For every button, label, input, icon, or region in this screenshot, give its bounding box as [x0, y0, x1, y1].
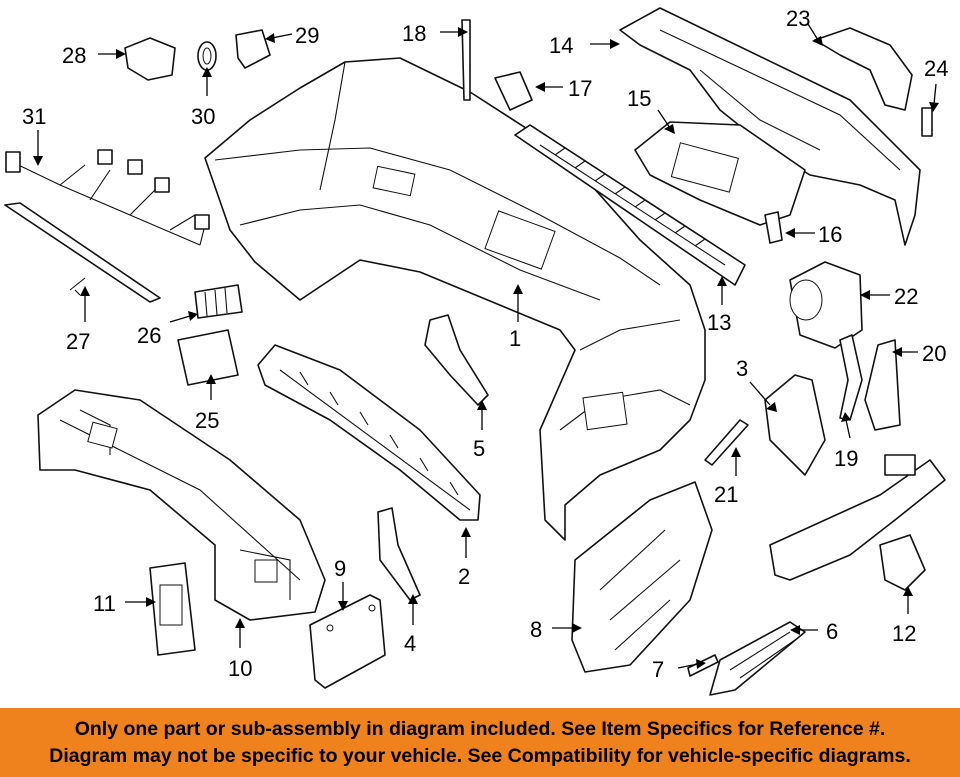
part-wiring-harness [5, 149, 210, 246]
part-center-bracket [634, 121, 806, 226]
part-connector-block [194, 284, 243, 319]
callout-21: 21 [714, 482, 738, 507]
callout-6: 6 [826, 619, 838, 644]
callout-12: 12 [892, 621, 916, 646]
part-corner-bracket [764, 374, 826, 476]
disclaimer-line-2: Diagram may not be specific to your vehi… [49, 745, 911, 767]
part-sensor-housing [789, 261, 863, 349]
callout-14: 14 [549, 33, 573, 58]
parts-diagram: 1 2 3 4 5 6 7 8 9 10 11 12 13 14 15 16 1… [4, 6, 949, 696]
callout-24: 24 [924, 56, 948, 81]
callout-29: 29 [295, 23, 319, 48]
part-control-module [177, 329, 239, 386]
part-gasket-plate [149, 562, 196, 656]
callout-4: 4 [404, 631, 416, 656]
callout-16: 16 [818, 222, 842, 247]
part-license-bracket [309, 594, 386, 689]
callout-26: 26 [137, 323, 161, 348]
part-impact-absorber [257, 344, 481, 521]
callout-25: 25 [195, 408, 219, 433]
callout-1: 1 [509, 326, 521, 351]
callout-13: 13 [707, 310, 731, 335]
callout-31: 31 [22, 104, 46, 129]
callout-15: 15 [627, 86, 651, 111]
callout-27: 27 [66, 329, 90, 354]
callout-labels: 1 2 3 4 5 6 7 8 9 10 11 12 13 14 15 16 1… [22, 6, 948, 682]
part-grommet-30 [197, 41, 217, 71]
callout-17: 17 [568, 76, 592, 101]
callout-28: 28 [62, 43, 86, 68]
part-tow-hitch [769, 454, 946, 591]
callout-18: 18 [402, 21, 426, 46]
callout-leaders [33, 23, 939, 669]
callout-23: 23 [786, 6, 810, 31]
callout-7: 7 [652, 657, 664, 682]
part-mounting-bracket [814, 27, 913, 111]
callout-20: 20 [922, 341, 946, 366]
part-retainer-16 [764, 211, 783, 244]
callout-9: 9 [334, 556, 346, 581]
part-bracket-29 [235, 29, 271, 69]
part-bracket-5 [424, 314, 489, 406]
part-bracket-4 [377, 507, 421, 601]
part-trim-7 [687, 654, 719, 677]
part-sensor-28 [124, 37, 176, 81]
callout-19: 19 [834, 446, 858, 471]
part-support-21 [704, 419, 749, 466]
part-inner-side-panel [571, 481, 713, 673]
part-curved-strip [839, 334, 863, 421]
callout-8: 8 [530, 617, 542, 642]
part-energy-absorber-strip [514, 124, 746, 286]
part-clip-24 [921, 107, 933, 137]
part-rod-18 [461, 19, 471, 101]
disclaimer-banner: Only one part or sub-assembly in diagram… [0, 708, 960, 777]
callout-30: 30 [191, 104, 215, 129]
callout-22: 22 [894, 284, 918, 309]
disclaimer-line-1: Only one part or sub-assembly in diagram… [74, 718, 886, 740]
part-reinforcement-beam [37, 389, 326, 621]
callout-11: 11 [93, 591, 116, 616]
part-bracket-17 [494, 71, 533, 111]
part-upper-trim-panel [619, 7, 921, 246]
part-side-guide [864, 339, 901, 431]
part-lower-strip [709, 621, 806, 696]
part-harness-strip [4, 202, 161, 303]
callout-10: 10 [228, 656, 252, 681]
callout-3: 3 [736, 356, 748, 381]
callout-2: 2 [458, 564, 470, 589]
callout-5: 5 [473, 436, 485, 461]
diagram-canvas: 1 2 3 4 5 6 7 8 9 10 11 12 13 14 15 16 1… [4, 6, 948, 696]
